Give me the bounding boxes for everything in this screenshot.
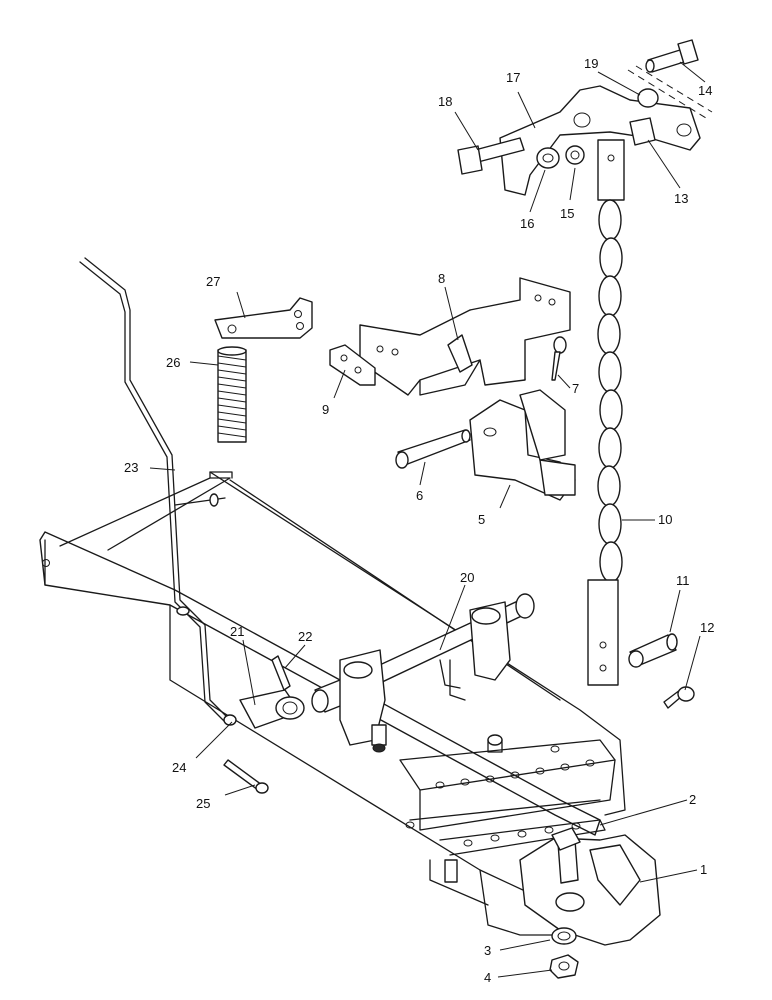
chain-linch-pin (663, 686, 695, 709)
callout-8: 8 (438, 271, 445, 286)
callout-25: 25 (196, 796, 210, 811)
nut-16-washer-15 (536, 145, 585, 169)
chain-pin (628, 633, 678, 668)
callout-16: 16 (520, 216, 534, 231)
clevis-pin (395, 429, 471, 469)
callout-13: 13 (674, 191, 688, 206)
callout-5: 5 (478, 512, 485, 527)
callout-11: 11 (676, 573, 690, 588)
control-rod (79, 257, 231, 723)
chain-bracket (499, 85, 701, 196)
linch-pin (551, 336, 567, 381)
callout-20: 20 (460, 570, 474, 585)
cross-shaft (311, 593, 535, 753)
callout-23: 23 (124, 460, 138, 475)
bolt-18 (457, 137, 525, 175)
upper-bracket (329, 277, 571, 396)
lever-assembly (223, 655, 305, 794)
callouts: 1 2 3 4 5 6 7 8 9 10 11 12 13 14 15 16 1… (124, 56, 714, 985)
check-chain (587, 139, 625, 686)
callout-4: 4 (484, 970, 491, 985)
callout-27: 27 (206, 274, 220, 289)
callout-22: 22 (298, 629, 312, 644)
callout-10: 10 (658, 512, 672, 527)
callout-21: 21 (230, 624, 244, 639)
spring-coils (217, 355, 247, 438)
callout-1: 1 (700, 862, 707, 877)
callout-15: 15 (560, 206, 574, 221)
spring-and-plate (214, 297, 313, 443)
callout-17: 17 (506, 70, 520, 85)
callout-2: 2 (689, 792, 696, 807)
hitch-block (469, 389, 576, 501)
leader-lines (149, 61, 706, 978)
hitch-hook (519, 827, 661, 979)
callout-19: 19 (584, 56, 598, 71)
callout-6: 6 (416, 488, 423, 503)
chain-links (597, 199, 623, 583)
callout-3: 3 (484, 943, 491, 958)
callout-18: 18 (438, 94, 452, 109)
callout-24: 24 (172, 760, 186, 775)
callout-14: 14 (698, 83, 712, 98)
callout-7: 7 (572, 381, 579, 396)
bolt-14-nut-19 (627, 39, 713, 119)
callout-9: 9 (322, 402, 329, 417)
callout-26: 26 (166, 355, 180, 370)
drawbar-holes (405, 745, 595, 847)
callout-12: 12 (700, 620, 714, 635)
